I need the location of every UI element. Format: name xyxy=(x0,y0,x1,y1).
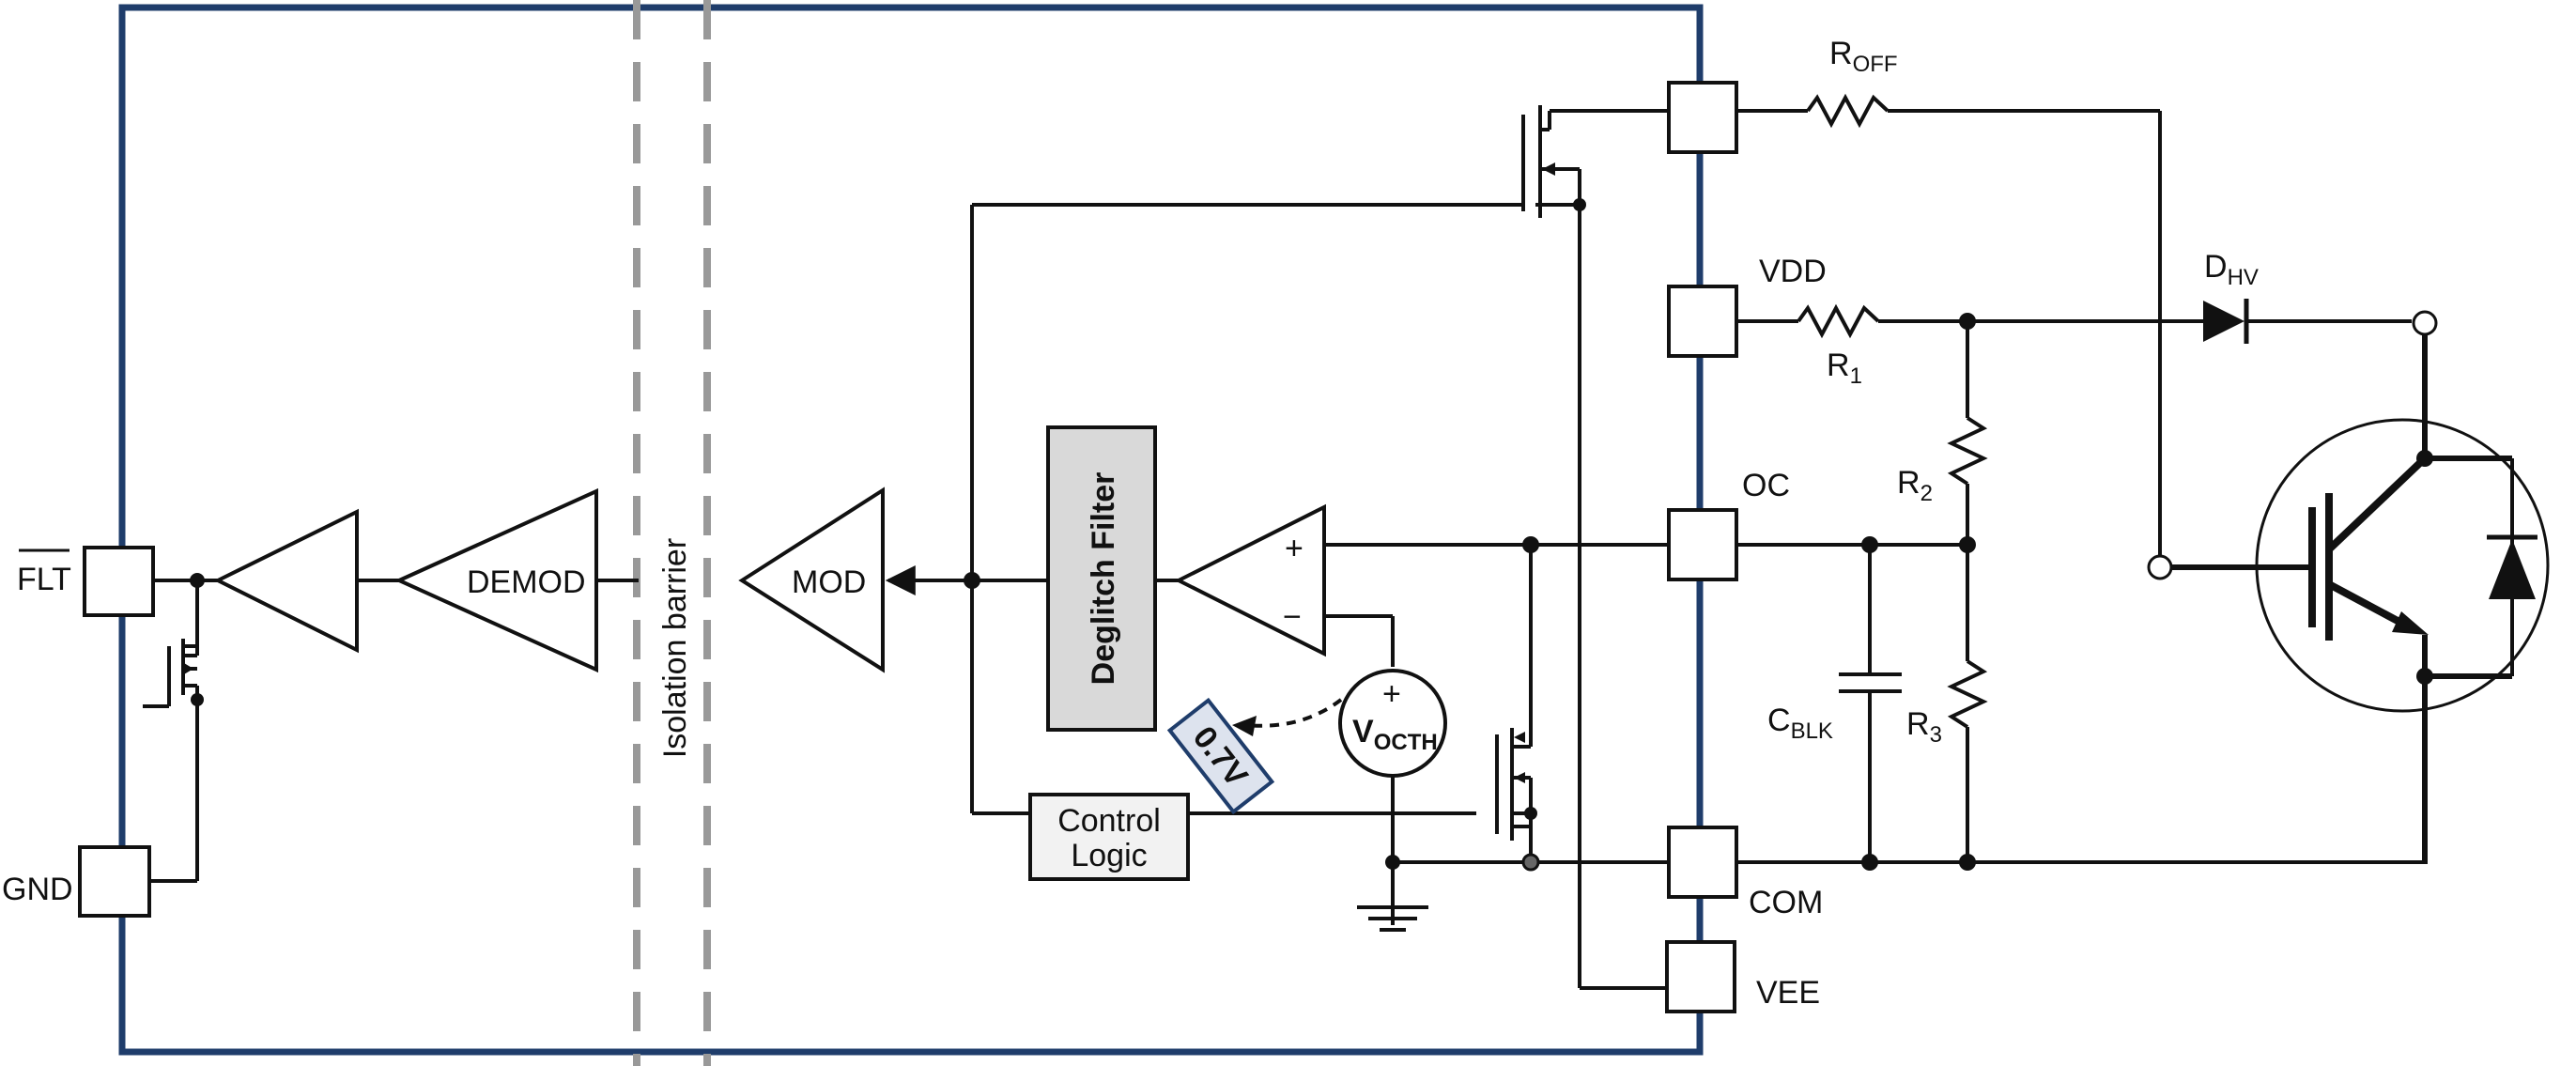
igbt-transistor xyxy=(2171,334,2550,864)
control-logic-line1: Control xyxy=(1057,803,1161,839)
vdd-label: VDD xyxy=(1759,254,1827,289)
isolation-barrier-label: Isolation barrier xyxy=(657,538,693,758)
vocth-label: VOCTH xyxy=(1352,714,1438,755)
vocth-plus-label: + xyxy=(1382,676,1401,712)
collector-terminal xyxy=(2412,310,2438,336)
vee-pin xyxy=(1665,940,1736,1013)
r2-label: R2 xyxy=(1897,465,1933,506)
demod-triangle xyxy=(394,487,598,673)
r1-label: R1 xyxy=(1827,348,1862,389)
wiring-external xyxy=(1736,93,2425,864)
flt-label: FLT xyxy=(17,562,71,597)
mod-label: MOD xyxy=(792,564,866,600)
threshold-arrow xyxy=(1232,716,1257,736)
output-buffer-triangle xyxy=(213,508,359,654)
deglitch-filter-block xyxy=(1046,425,1157,732)
dhv-diode xyxy=(2203,299,2249,344)
r3-label: R3 xyxy=(1906,706,1942,748)
deglitch-filter-label: Deglitch Filter xyxy=(1086,472,1121,686)
comparator-minus-label: − xyxy=(1283,599,1302,635)
demod-label: DEMOD xyxy=(467,564,586,600)
roff-pin xyxy=(1667,81,1738,154)
vee-label: VEE xyxy=(1756,975,1820,1011)
ground-symbol xyxy=(1357,862,1428,932)
roff-label: ROFF xyxy=(1829,36,1898,77)
comparator-plus-label: + xyxy=(1285,531,1303,566)
cblk-label: CBLK xyxy=(1767,703,1833,744)
threshold-link-dashed xyxy=(1243,698,1343,728)
gnd-pin xyxy=(78,845,151,918)
oc-label: OC xyxy=(1742,468,1790,503)
wiring-center xyxy=(970,105,1672,990)
mod-triangle xyxy=(738,487,885,673)
dhv-label: DHV xyxy=(2204,249,2259,290)
control-logic-line2: Logic xyxy=(1071,838,1147,873)
gate-terminal xyxy=(2147,554,2173,580)
comparator-triangle xyxy=(1174,503,1326,657)
flt-pin xyxy=(83,546,155,617)
com-pin xyxy=(1667,826,1738,899)
control-logic-block xyxy=(1028,793,1190,881)
oc-pin xyxy=(1667,508,1738,581)
vocth-source xyxy=(1338,669,1447,778)
gnd-label: GND xyxy=(2,872,73,907)
vdd-pin xyxy=(1667,285,1738,358)
com-label: COM xyxy=(1749,885,1823,920)
